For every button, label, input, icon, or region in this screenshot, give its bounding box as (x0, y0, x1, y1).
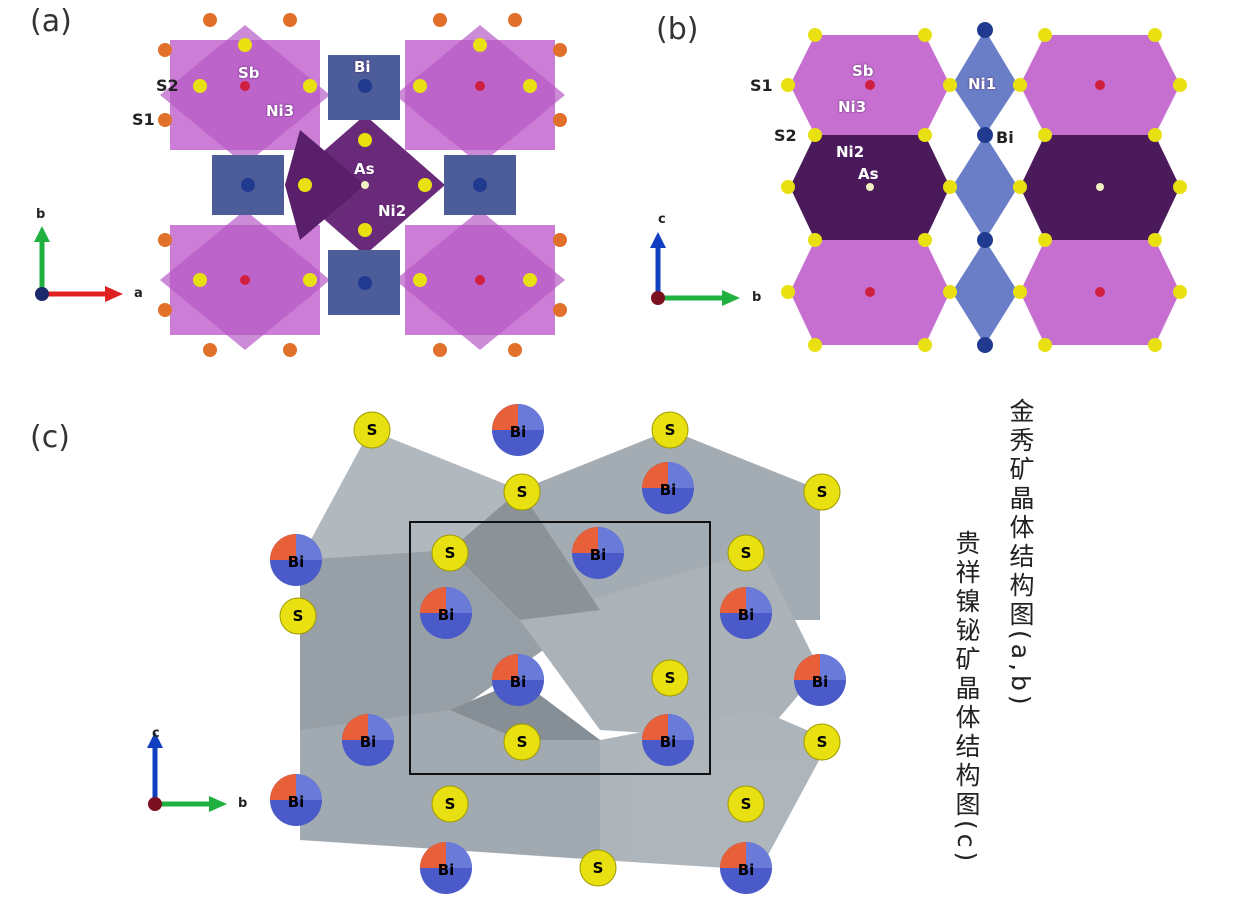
s-label: S (444, 544, 456, 562)
panel-b-axes (650, 232, 740, 306)
label-s1-b: S1 (750, 76, 773, 95)
s-label: S (366, 421, 378, 439)
bi-label: Bi (659, 481, 677, 499)
bi-label: Bi (437, 606, 455, 624)
axis-c-label-b: c (658, 212, 666, 227)
blue-oct-1 (952, 30, 1018, 135)
bi-label: Bi (737, 861, 755, 879)
bi-label: Bi (737, 606, 755, 624)
s-label: S (516, 483, 528, 501)
panel-b-atoms (781, 22, 1187, 353)
panel-b: (b) (640, 0, 1238, 380)
panel-a: (a) (0, 0, 600, 380)
label-ni2-b: Ni2 (836, 143, 865, 161)
panel-c: (c) (0, 380, 900, 908)
s-label: S (292, 607, 304, 625)
panel-c-structure (270, 404, 846, 894)
panel-c-axes (147, 732, 227, 812)
caption-jinxiu: 金秀矿晶体结构图(a,b) (1006, 398, 1035, 709)
label-ni2-a: Ni2 (378, 202, 407, 220)
s-label: S (816, 483, 828, 501)
panel-a-atoms (158, 13, 567, 357)
label-s2-b: S2 (774, 126, 797, 145)
blue-oct-2 (952, 135, 1018, 240)
bi-label: Bi (287, 553, 305, 571)
bi-label: Bi (437, 861, 455, 879)
bi-label: Bi (811, 673, 829, 691)
axis-c-label-c: c (152, 726, 160, 741)
bi-label: Bi (509, 423, 527, 441)
bi-label: Bi (509, 673, 527, 691)
label-s2-a: S2 (156, 76, 179, 95)
dark-purple-left (285, 130, 365, 240)
s-label: S (664, 421, 676, 439)
pink-cluster-tr (395, 25, 565, 165)
label-ni3-a: Ni3 (266, 102, 295, 120)
axis-b-label-a: b (36, 207, 46, 222)
unit-cell-box (409, 521, 711, 775)
label-s1-a: S1 (132, 110, 155, 129)
s-label: S (816, 733, 828, 751)
panel-b-structure (781, 22, 1187, 353)
blue-oct-3 (952, 240, 1018, 345)
label-bi-a: Bi (354, 58, 371, 76)
axis-a-label-a: a (134, 286, 143, 301)
s-label: S (740, 544, 752, 562)
axis-b-label-c: b (238, 796, 248, 811)
panel-c-label: (c) (30, 420, 70, 455)
label-as-a: As (354, 160, 375, 178)
panel-a-label: (a) (30, 4, 72, 39)
pink-cluster-tl (160, 25, 330, 165)
panel-a-axes (34, 226, 123, 302)
s-label: S (740, 795, 752, 813)
label-as-b: As (858, 165, 879, 183)
label-sb-b: Sb (852, 62, 874, 80)
s-label: S (444, 795, 456, 813)
s-label: S (664, 669, 676, 687)
panel-a-structure (158, 13, 567, 357)
s-label: S (592, 859, 604, 877)
bi-label: Bi (659, 733, 677, 751)
caption-guixiang: 贵祥镍铋矿晶体结构图(c) (952, 530, 981, 866)
axis-b-label-b: b (752, 290, 762, 305)
bi-label: Bi (589, 546, 607, 564)
label-bi-b: Bi (996, 128, 1014, 147)
panel-b-label: (b) (656, 12, 699, 47)
label-sb-a: Sb (238, 64, 260, 82)
bi-label: Bi (287, 793, 305, 811)
label-ni1-b: Ni1 (968, 75, 997, 93)
s-label: S (516, 733, 528, 751)
label-ni3-b: Ni3 (838, 98, 867, 116)
bi-label: Bi (359, 733, 377, 751)
